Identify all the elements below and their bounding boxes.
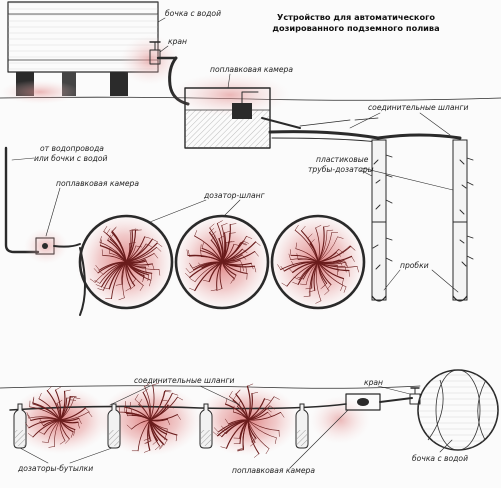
label-float-bottom: поплавковая камера bbox=[232, 466, 315, 475]
label-water-source-1: от водопровода bbox=[40, 144, 104, 153]
bottle-dispensers bbox=[13, 403, 309, 449]
bottle-dispenser bbox=[295, 403, 309, 449]
bottle-dispenser bbox=[107, 403, 121, 449]
hose-end bbox=[79, 247, 86, 316]
title-line-2: дозированного подземного полива bbox=[272, 23, 439, 33]
label-tank-top: бочка с водой bbox=[165, 9, 221, 18]
label-connecting-hoses-bottom: соединительные шланги bbox=[134, 376, 234, 385]
top-dispenser-pipes bbox=[371, 139, 474, 302]
label-connecting-hoses-top: соединительные шланги bbox=[368, 103, 468, 112]
bottle-dispenser bbox=[13, 403, 27, 449]
root-systems-bottom bbox=[25, 383, 285, 458]
label-tank-bottom: бочка с водой bbox=[412, 454, 468, 463]
root-systems-top bbox=[89, 220, 359, 304]
label-plugs: пробки bbox=[400, 261, 429, 270]
label-float-mid: поплавковая камера bbox=[56, 179, 139, 188]
top-glow-left bbox=[0, 80, 80, 104]
label-bottle-dispensers: дозаторы-бутылки bbox=[17, 464, 93, 473]
bottom-root-glows bbox=[10, 384, 370, 456]
bottom-float-chamber bbox=[345, 393, 381, 411]
label-dispenser-hose: дозатор-шланг bbox=[203, 191, 266, 200]
label-water-source-2: или бочки с водой bbox=[34, 154, 107, 163]
top-connecting-hoses bbox=[268, 117, 462, 143]
label-plastic-pipes-2: трубы-дозаторы bbox=[308, 165, 374, 174]
top-float-chamber bbox=[170, 73, 301, 149]
label-plastic-pipes-1: пластиковые bbox=[316, 155, 369, 164]
bottom-hose-to-valve bbox=[379, 397, 413, 403]
title-line-1: Устройство для автоматического bbox=[277, 12, 435, 22]
label-float-top: поплавковая камера bbox=[210, 65, 293, 74]
water-supply-line bbox=[4, 146, 81, 264]
bottom-water-tank bbox=[417, 369, 499, 451]
label-valve-top: кран bbox=[168, 37, 187, 46]
label-valve-bottom: кран bbox=[364, 378, 383, 387]
bottle-dispenser bbox=[199, 403, 213, 449]
